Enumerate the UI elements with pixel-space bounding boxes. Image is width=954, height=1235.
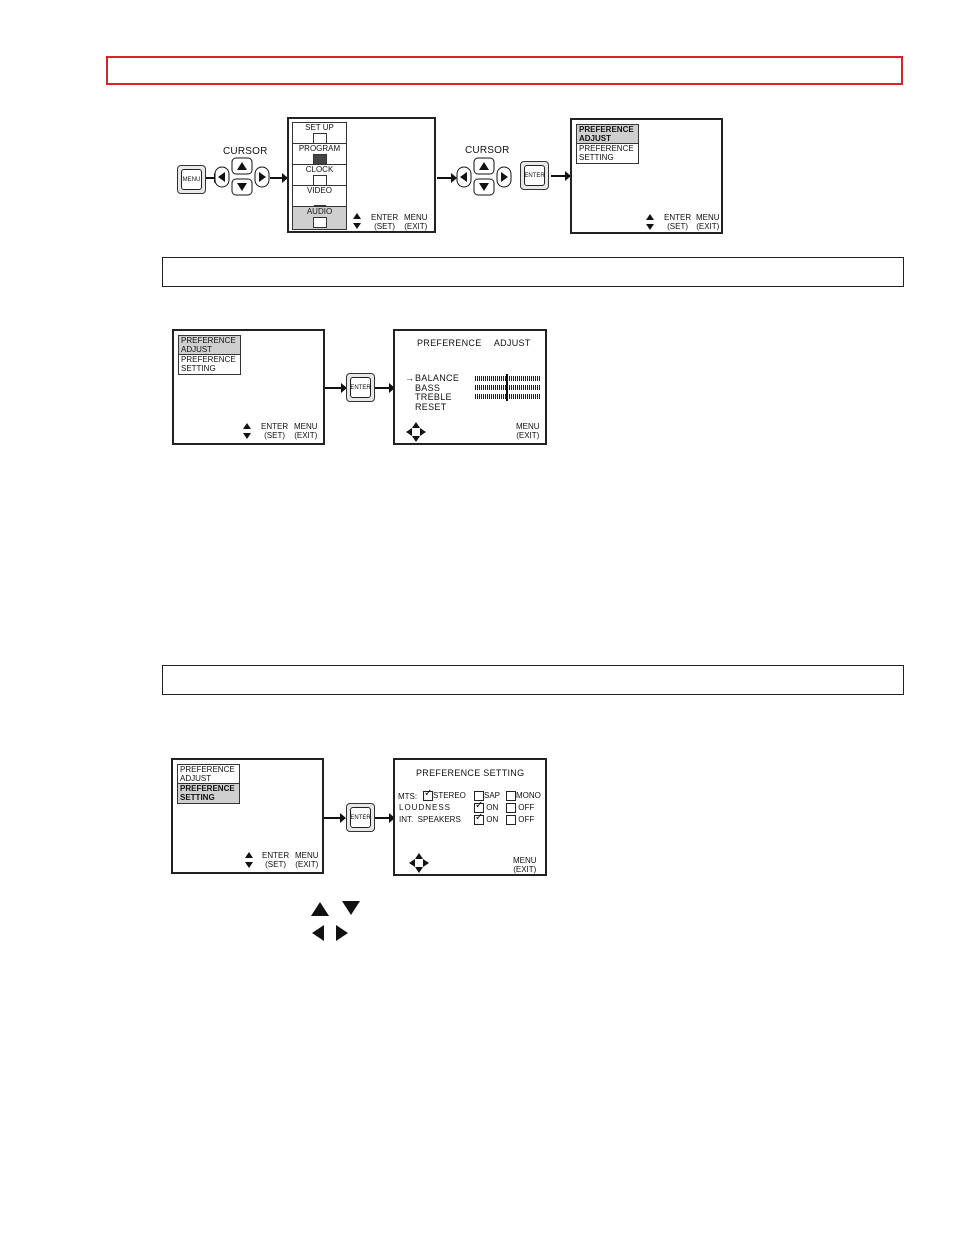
checkbox-icon[interactable] xyxy=(506,791,516,801)
menu-item-preference-adjust[interactable]: PREFERENCE ADJUST xyxy=(179,336,240,355)
cursor-label: CURSOR xyxy=(223,146,268,157)
arrow-right-icon xyxy=(375,383,395,393)
menu-exit-label: MENU (EXIT) xyxy=(294,422,318,440)
bass-slider[interactable] xyxy=(475,383,541,392)
enter-key-button[interactable]: ENTER xyxy=(520,161,549,190)
menu-exit-label: MENU (EXIT) xyxy=(513,856,537,874)
enter-key-label: ENTER xyxy=(524,165,545,186)
arrow-right-icon xyxy=(551,171,571,181)
up-arrow-icon xyxy=(311,902,329,916)
mts-mono-option[interactable]: MONO xyxy=(506,791,541,801)
up-down-arrow-icon xyxy=(646,214,654,230)
audio-menu-screen: PREFERENCE ADJUST PREFERENCE SETTING ENT… xyxy=(570,118,723,234)
cursor-pad-icon-2[interactable] xyxy=(456,157,512,197)
screen-title: PREFERENCE SETTING xyxy=(416,768,525,778)
mts-stereo-option[interactable]: STEREO xyxy=(423,789,466,801)
arrow-right-icon xyxy=(375,813,395,823)
checkbox-checked-icon[interactable] xyxy=(474,813,484,825)
four-way-arrow-icon xyxy=(406,422,426,442)
cursor-pad-icon[interactable] xyxy=(214,157,270,197)
menu-key-button[interactable]: MENU xyxy=(177,165,206,194)
preference-setting-screen: PREFERENCE SETTING MTS: STEREO SAP MONO … xyxy=(393,758,547,876)
enter-key-button[interactable]: ENTER xyxy=(346,373,375,402)
loudness-off-option[interactable]: OFF xyxy=(506,803,534,813)
up-down-arrow-icon xyxy=(353,213,361,229)
menu-item-clock[interactable]: CLOCK xyxy=(293,165,346,186)
speakers-on-option[interactable]: ON xyxy=(474,813,498,825)
treble-slider[interactable] xyxy=(475,392,541,401)
section-header-bar-2 xyxy=(162,665,904,695)
audio-menu-list: PREFERENCE ADJUST PREFERENCE SETTING xyxy=(178,335,241,375)
menu-exit-label: MENU (EXIT) xyxy=(516,422,540,440)
enter-key-button[interactable]: ENTER xyxy=(346,803,375,832)
main-menu-screen: SET UP PROGRAM CLOCK VIDEO AUDIO ENTER (… xyxy=(287,117,436,233)
down-arrow-icon xyxy=(342,901,360,915)
checkbox-icon[interactable] xyxy=(506,803,516,813)
main-menu-column: SET UP PROGRAM CLOCK VIDEO AUDIO xyxy=(292,122,347,230)
enter-set-label: ENTER (SET) xyxy=(371,213,399,231)
audio-menu-screen-2: PREFERENCE ADJUST PREFERENCE SETTING ENT… xyxy=(172,329,325,445)
four-way-arrow-icon xyxy=(409,853,429,873)
enter-set-label: ENTER (SET) xyxy=(262,851,290,869)
up-down-arrow-icon xyxy=(245,852,253,868)
enter-key-label: ENTER xyxy=(350,377,371,398)
arrow-right-icon xyxy=(437,173,457,183)
menu-item-preference-adjust[interactable]: PREFERENCE ADJUST xyxy=(577,125,638,144)
cursor-label-2: CURSOR xyxy=(465,145,510,156)
menu-exit-label: MENU (EXIT) xyxy=(696,213,720,231)
arrow-right-icon xyxy=(325,383,347,393)
menu-item-preference-setting[interactable]: PREFERENCE SETTING xyxy=(178,784,239,803)
cursor-arrow-icon: → xyxy=(405,373,415,383)
mts-label: MTS: xyxy=(398,792,418,801)
checkbox-checked-icon[interactable] xyxy=(423,789,433,801)
enter-key-label: ENTER xyxy=(350,807,371,828)
row-treble[interactable]: TREBLE xyxy=(415,392,452,402)
left-arrow-icon xyxy=(312,925,324,941)
menu-key-label: MENU xyxy=(181,169,202,190)
menu-item-preference-adjust[interactable]: PREFERENCE ADJUST xyxy=(178,765,239,784)
audio-menu-list: PREFERENCE ADJUST PREFERENCE SETTING xyxy=(576,124,639,164)
arrow-right-icon xyxy=(324,813,346,823)
menu-item-audio[interactable]: AUDIO xyxy=(293,207,346,229)
row-reset[interactable]: RESET xyxy=(415,402,447,412)
section-header-bar-1 xyxy=(162,257,904,287)
enter-set-label: ENTER (SET) xyxy=(664,213,692,231)
arrow-right-icon xyxy=(270,173,288,183)
menu-exit-label: MENU (EXIT) xyxy=(295,851,319,869)
menu-exit-label: MENU (EXIT) xyxy=(404,213,428,231)
right-arrow-icon xyxy=(336,925,348,941)
loudness-label: LOUDNESS xyxy=(399,803,452,812)
page-header-bar xyxy=(106,56,903,85)
audio-menu-list: PREFERENCE ADJUST PREFERENCE SETTING xyxy=(177,764,240,804)
menu-item-video[interactable]: VIDEO xyxy=(293,186,346,208)
balance-slider[interactable] xyxy=(475,374,541,383)
speakers-label: INT. SPEAKERS xyxy=(399,815,461,824)
menu-item-preference-setting[interactable]: PREFERENCE SETTING xyxy=(579,144,634,162)
row-bass[interactable]: BASS xyxy=(415,383,441,393)
speakers-off-option[interactable]: OFF xyxy=(506,815,534,825)
menu-item-setup[interactable]: SET UP xyxy=(293,123,346,144)
screen-title: PREFERENCE ADJUST xyxy=(417,338,531,348)
menu-item-program[interactable]: PROGRAM xyxy=(293,144,346,165)
checkbox-icon[interactable] xyxy=(506,815,516,825)
menu-item-preference-setting[interactable]: PREFERENCE SETTING xyxy=(181,355,236,373)
enter-set-label: ENTER (SET) xyxy=(261,422,289,440)
up-down-arrow-icon xyxy=(243,423,251,439)
audio-menu-screen-3: PREFERENCE ADJUST PREFERENCE SETTING ENT… xyxy=(171,758,324,874)
row-balance[interactable]: BALANCE xyxy=(415,373,460,383)
preference-adjust-screen: PREFERENCE ADJUST → BALANCE BASS TREBLE … xyxy=(393,329,547,445)
